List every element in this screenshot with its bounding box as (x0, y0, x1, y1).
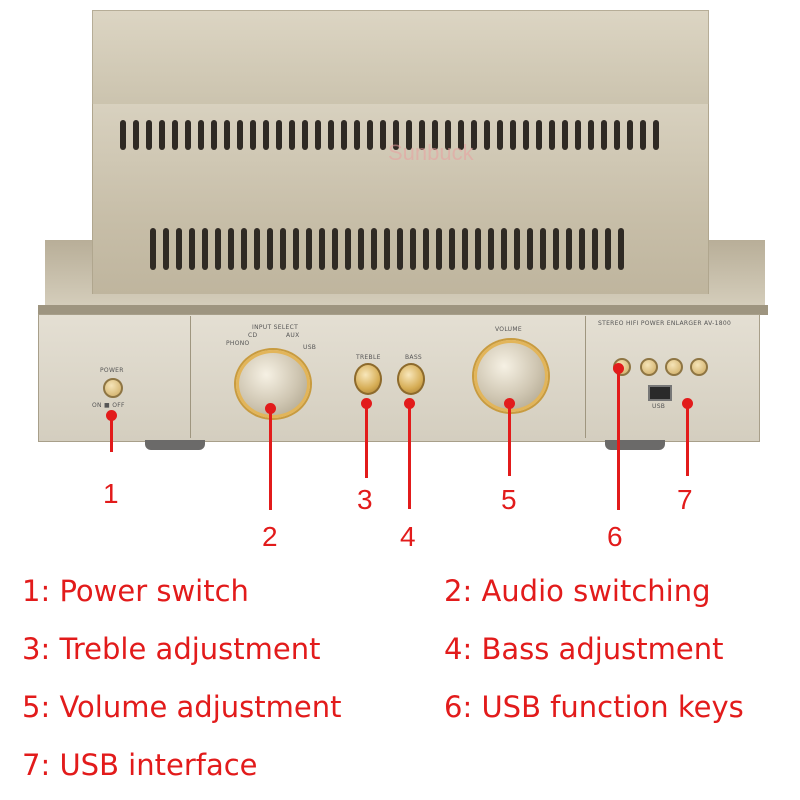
callout-number-1: 1 (103, 478, 119, 509)
legend-power-switch: 1: Power switch (22, 574, 249, 608)
callout-number-2: 2 (262, 521, 278, 552)
callout-dot-5 (504, 398, 515, 409)
input-select-label: INPUT SELECT (252, 324, 299, 331)
callout-number-3: 3 (357, 484, 373, 515)
callout-dot-3 (361, 398, 372, 409)
usb-port-label: USB (652, 403, 666, 410)
legend-treble-adjustment: 3: Treble adjustment (22, 632, 321, 666)
panel-divider-left (190, 316, 191, 438)
input-option-phono: PHONO (226, 340, 250, 347)
callout-line-3 (365, 404, 368, 478)
legend-usb-function-keys: 6: USB function keys (444, 690, 744, 724)
callout-number-6: 6 (607, 521, 623, 552)
callout-number-5: 5 (501, 484, 517, 515)
input-option-cd: CD (248, 332, 258, 339)
foot-right (605, 440, 665, 450)
callout-dot-2 (265, 403, 276, 414)
vent-row-bottom (150, 228, 624, 270)
callout-number-4: 4 (400, 521, 416, 552)
input-option-usb: USB (303, 344, 317, 351)
power-label: POWER (100, 367, 124, 374)
callout-line-6 (617, 370, 620, 510)
power-button[interactable] (103, 378, 123, 398)
callout-line-2 (269, 410, 272, 510)
treble-knob[interactable] (354, 363, 382, 395)
legend-bass-adjustment: 4: Bass adjustment (444, 632, 724, 666)
callout-dot-7 (682, 398, 693, 409)
bass-knob[interactable] (397, 363, 425, 395)
watermark: Sunbuck (388, 140, 474, 165)
volume-label: VOLUME (495, 326, 522, 333)
callout-line-5 (508, 404, 511, 476)
usb-port[interactable] (648, 385, 672, 401)
panel-divider-right (585, 316, 586, 438)
callout-line-4 (408, 404, 411, 509)
usb-prev-button[interactable] (665, 358, 683, 376)
usb-play-button[interactable] (640, 358, 658, 376)
tube-cover-top (92, 10, 709, 106)
legend-audio-switching: 2: Audio switching (444, 574, 711, 608)
callout-line-1 (110, 416, 113, 452)
callout-number-7: 7 (677, 484, 693, 515)
callout-line-7 (686, 404, 689, 476)
callout-dot-6 (613, 363, 624, 374)
input-option-aux: AUX (286, 332, 300, 339)
vent-row-top (120, 120, 659, 150)
chassis-edge (38, 305, 768, 315)
model-label: STEREO HIFI POWER ENLARGER AV-1800 (598, 320, 732, 327)
foot-left (145, 440, 205, 450)
power-states: ON ■ OFF (92, 402, 125, 409)
legend-volume-adjustment: 5: Volume adjustment (22, 690, 342, 724)
usb-next-button[interactable] (690, 358, 708, 376)
treble-label: TREBLE (356, 354, 381, 361)
legend-usb-interface: 7: USB interface (22, 748, 258, 782)
callout-dot-4 (404, 398, 415, 409)
callout-dot-1 (106, 410, 117, 421)
bass-label: BASS (405, 354, 423, 361)
